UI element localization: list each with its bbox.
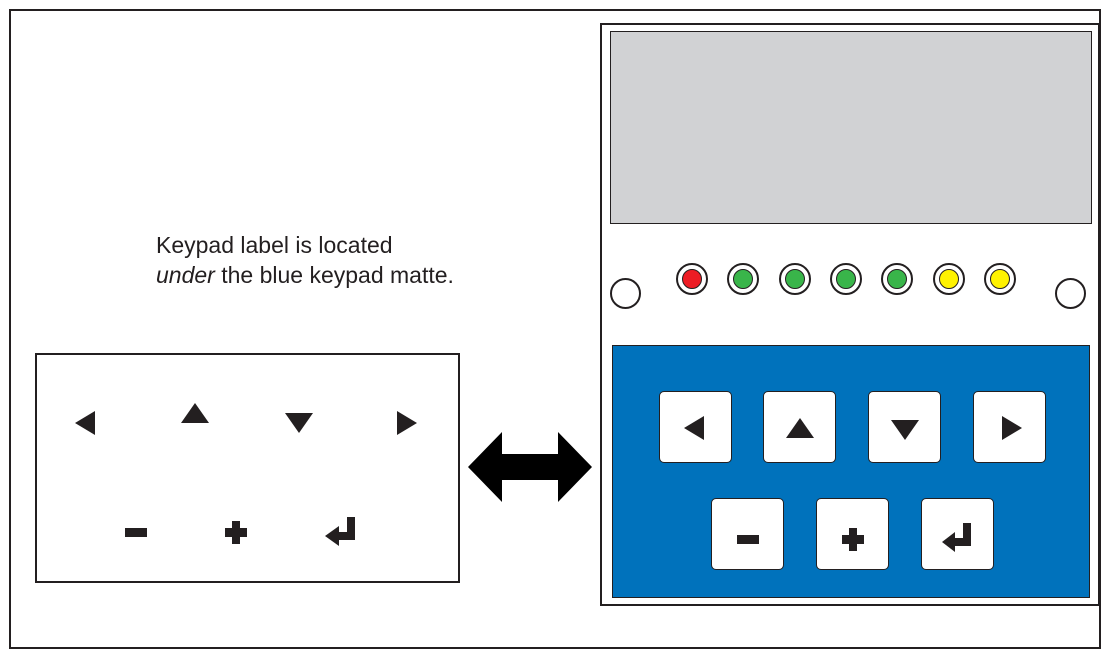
caption-line-2: under the blue keypad matte.: [156, 260, 454, 290]
double-headed-arrow-icon: [468, 432, 592, 502]
mounting-hole-right: [1055, 278, 1086, 309]
enter-icon: [325, 517, 355, 546]
minus-icon: [125, 528, 147, 537]
plus-icon: [842, 528, 864, 551]
status-led-6: [933, 263, 965, 295]
left-arrow-icon: [684, 416, 704, 440]
keypad-label-icons: [75, 403, 417, 546]
status-led-2: [727, 263, 759, 295]
up-arrow-icon: [786, 418, 814, 438]
minus-icon: [737, 535, 759, 544]
caption-emphasis: under: [156, 262, 215, 288]
caption: Keypad label is located under the blue k…: [156, 230, 454, 290]
caption-line-2-rest: the blue keypad matte.: [214, 262, 454, 288]
key-down[interactable]: [868, 391, 941, 463]
down-arrow-icon: [891, 420, 919, 440]
enter-icon: [942, 523, 971, 552]
key-left[interactable]: [659, 391, 732, 463]
status-led-3: [779, 263, 811, 295]
lcd-display: [610, 31, 1092, 224]
key-plus[interactable]: [816, 498, 889, 570]
keypad-label: [35, 353, 460, 583]
status-led-4: [830, 263, 862, 295]
status-led-7: [984, 263, 1016, 295]
status-led-1: [676, 263, 708, 295]
caption-line-1: Keypad label is located: [156, 232, 393, 258]
mounting-hole-left: [610, 278, 641, 309]
right-arrow-icon: [1002, 416, 1022, 440]
right-arrow-icon: [397, 411, 417, 435]
key-minus[interactable]: [711, 498, 784, 570]
plus-icon: [225, 521, 247, 544]
status-led-5: [881, 263, 913, 295]
up-arrow-icon: [181, 403, 209, 423]
key-up[interactable]: [763, 391, 836, 463]
left-arrow-icon: [75, 411, 95, 435]
key-right[interactable]: [973, 391, 1046, 463]
key-enter[interactable]: [921, 498, 994, 570]
down-arrow-icon: [285, 413, 313, 433]
